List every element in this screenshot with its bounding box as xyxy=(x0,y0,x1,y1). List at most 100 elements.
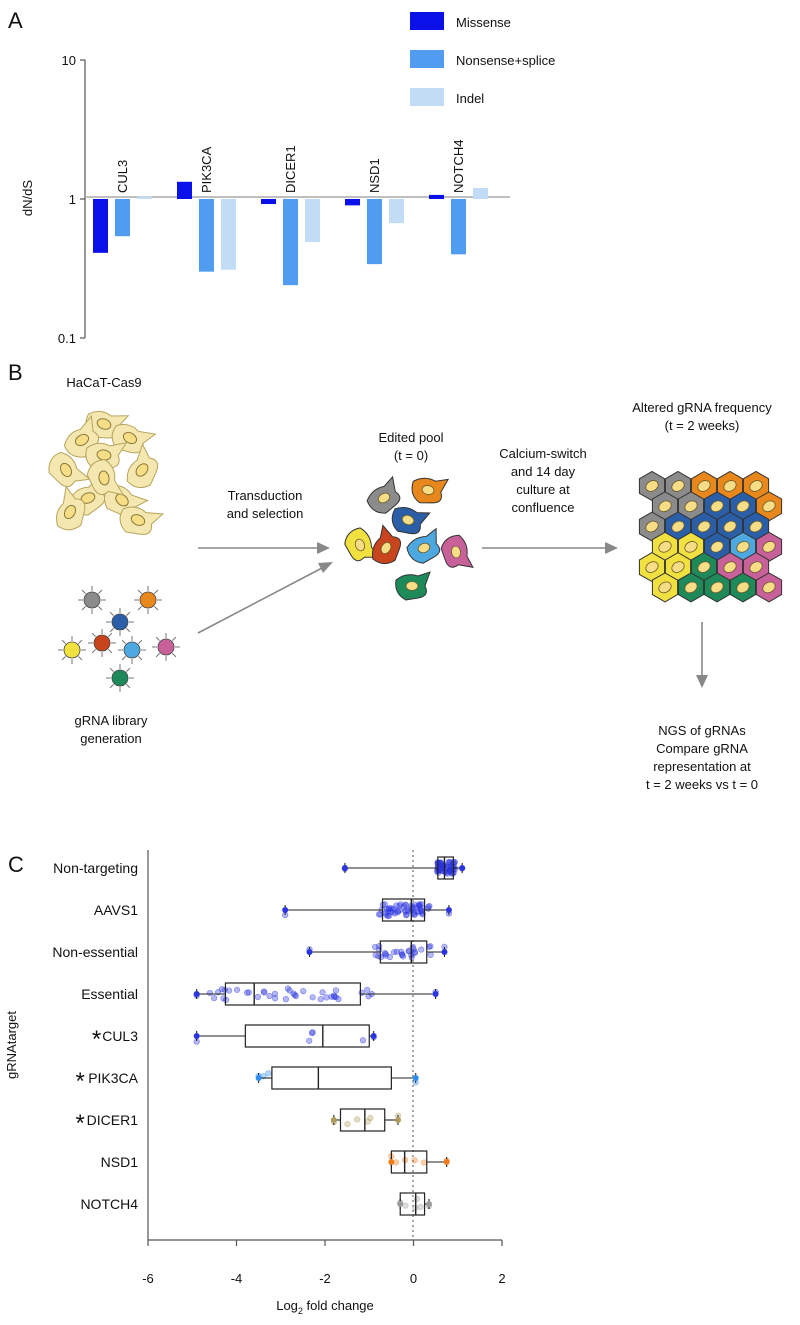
grna-particle-core xyxy=(83,591,101,609)
hex-cell-nucleus xyxy=(736,541,750,553)
data-point xyxy=(402,1202,409,1209)
panel-a-bar xyxy=(261,199,276,205)
arrow-library xyxy=(197,562,333,634)
ngs-label-4: t = 2 weeks vs t = 0 xyxy=(646,777,758,792)
edited-cell-nucleus xyxy=(380,541,392,555)
grna-particle-spike xyxy=(108,649,113,654)
edited-cell xyxy=(411,477,450,504)
data-point xyxy=(271,995,279,1002)
data-point xyxy=(402,901,409,908)
hacat-cell xyxy=(48,451,92,488)
grna-particle-spike xyxy=(126,628,131,633)
edited-cell-nucleus xyxy=(417,542,431,554)
grna-particle-core xyxy=(111,613,129,631)
panel-a-bar xyxy=(177,181,192,199)
grna-particle-spike xyxy=(81,589,86,594)
panel-c-x-axis-label: Log2 fold change xyxy=(276,1298,374,1316)
panel-a-bar xyxy=(115,199,130,237)
grna-particle-spike xyxy=(138,656,143,661)
panel-a-ytick-label: 1 xyxy=(69,192,76,207)
data-point xyxy=(317,996,324,1003)
box-category-label: DICER1 xyxy=(87,1112,139,1128)
box-row: Non-targeting xyxy=(53,856,466,880)
hex-cell-nucleus xyxy=(762,541,776,553)
edited-cell-nucleus xyxy=(451,545,461,559)
hacat-cell-cluster xyxy=(48,411,165,535)
edited-cell-nucleus xyxy=(354,538,366,552)
ngs-label-1: NGS of gRNAs xyxy=(658,723,746,738)
data-point xyxy=(266,992,273,1000)
panel-a-category-label: NSD1 xyxy=(367,158,382,193)
hex-cell-nucleus xyxy=(723,520,737,533)
min-point xyxy=(255,1075,262,1081)
panel-c-y-axis-label: gRNAtarget xyxy=(4,1011,19,1079)
panel-a-bar xyxy=(137,196,152,199)
arrow-transduction xyxy=(198,542,330,554)
grna-particle-spike xyxy=(121,656,126,661)
grna-particle-spike xyxy=(137,606,142,611)
hex-cell-nucleus xyxy=(697,520,711,533)
grna-particle xyxy=(134,586,162,614)
data-point xyxy=(375,911,383,918)
grna-particle-core xyxy=(63,641,81,659)
hex-cell-nucleus xyxy=(710,541,724,553)
grna-particle xyxy=(78,586,106,614)
panel-a-bar xyxy=(389,199,404,224)
box xyxy=(271,1066,392,1090)
hex-cell-nucleus xyxy=(749,561,763,573)
grna-particle-spike xyxy=(109,684,114,689)
box xyxy=(379,940,428,964)
panel-b-label: B xyxy=(8,360,23,385)
calcium-label-2: and 14 day xyxy=(511,464,576,479)
data-point xyxy=(243,989,251,996)
grna-particle-spike xyxy=(172,653,177,658)
max-point xyxy=(412,1075,419,1081)
data-point xyxy=(446,861,453,869)
grna-library-particles xyxy=(58,586,180,692)
edited-cell xyxy=(440,534,474,568)
grna-particle xyxy=(106,664,134,692)
data-point xyxy=(286,987,293,994)
data-point xyxy=(344,1120,351,1128)
box xyxy=(224,982,361,1006)
data-point xyxy=(417,906,424,913)
grna-particle-spike xyxy=(138,639,143,644)
data-point xyxy=(390,909,397,916)
data-point xyxy=(308,1029,316,1037)
data-point xyxy=(394,908,402,915)
data-point xyxy=(420,1159,428,1166)
edited-cell xyxy=(366,475,401,514)
grna-particle xyxy=(58,636,86,664)
grna-particle-spike xyxy=(91,649,96,654)
edited-pool-cells xyxy=(344,475,474,601)
grna-particle-spike xyxy=(126,611,131,616)
box-category-label: NOTCH4 xyxy=(80,1196,138,1212)
box-row: PIK3CA* xyxy=(75,1066,419,1095)
grna-particle xyxy=(106,608,134,636)
data-point xyxy=(218,986,226,993)
data-point xyxy=(291,991,298,999)
data-point xyxy=(382,952,389,959)
calcium-label-4: confluence xyxy=(512,500,575,515)
data-point xyxy=(399,951,406,958)
box-row: NOTCH4 xyxy=(80,1192,433,1216)
edited-cell xyxy=(371,524,402,565)
panel-a-bar xyxy=(345,199,360,206)
box-row: DICER1* xyxy=(75,1108,402,1137)
data-point xyxy=(330,992,338,999)
hacat-cell-nucleus xyxy=(96,418,112,430)
max-point xyxy=(395,1117,402,1123)
hex-cell-nucleus xyxy=(762,581,776,594)
panel-a-bar xyxy=(221,199,236,270)
hex-cell-nucleus xyxy=(658,581,672,594)
max-point xyxy=(370,1033,377,1039)
hacat-cell xyxy=(119,506,165,535)
panel-a-bar xyxy=(429,194,444,199)
hex-cell-nucleus xyxy=(710,581,724,594)
grna-particle-spike xyxy=(155,636,160,641)
hex-cell-nucleus xyxy=(671,561,685,573)
box-category-label: Non-essential xyxy=(52,944,138,960)
data-point xyxy=(226,987,233,994)
panel-a-bars xyxy=(93,181,488,286)
panel-a-legend-label: Nonsense+splice xyxy=(456,53,555,68)
